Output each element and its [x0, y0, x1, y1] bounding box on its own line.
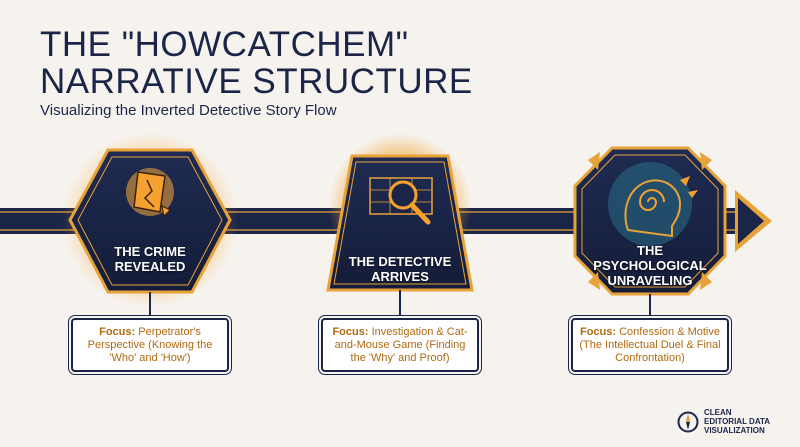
focus-text: Perpetrator's Perspective (Knowing the '…	[87, 326, 213, 364]
focus-text: Investigation & Cat-and-Mouse Game (Find…	[334, 326, 468, 364]
focus-label: Focus:	[332, 326, 369, 338]
brand-line-1: CLEAN	[704, 408, 732, 417]
stage-crime-revealed	[62, 132, 238, 318]
stage-3-label-line-1: THE	[637, 243, 663, 258]
stage-psychological-unraveling	[573, 146, 727, 318]
stage-3-label-line-2: PSYCHOLOGICAL	[593, 258, 707, 273]
compass-icon	[677, 411, 699, 432]
brand-line-2: EDITORIAL DATA	[704, 417, 771, 426]
magnifying-glass-blueprint-icon	[369, 177, 433, 225]
title-line-2: NARRATIVE STRUCTURE	[40, 62, 473, 101]
head-spiral-icon	[608, 162, 698, 246]
focus-box-detective: Focus: Investigation & Cat-and-Mouse Gam…	[321, 318, 479, 372]
broken-glass-icon	[126, 168, 174, 218]
page-title: THE "HOWCATCHEM" NARRATIVE STRUCTURE	[40, 26, 473, 100]
focus-box-psychological: Focus: Confession & Motive (The Intellec…	[571, 318, 729, 372]
stage-1-label-line-1: THE CRIME	[114, 244, 186, 259]
focus-box-crime: Focus: Perpetrator's Perspective (Knowin…	[71, 318, 229, 372]
title-line-1: THE "HOWCATCHEM"	[40, 25, 409, 64]
focus-label: Focus:	[99, 326, 136, 338]
stage-detective-arrives	[326, 133, 474, 318]
focus-text: Confession & Motive (The Intellectual Du…	[579, 326, 721, 364]
stage-3-label: THE PSYCHOLOGICAL UNRAVELING	[585, 243, 715, 288]
brand-text: CLEAN EDITORIAL DATA VISUALIZATION	[704, 408, 790, 435]
stage-3-label-line-3: UNRAVELING	[607, 273, 693, 288]
stage-2-label: THE DETECTIVE ARRIVES	[335, 254, 465, 284]
stage-1-label-line-2: REVEALED	[114, 259, 186, 274]
stage-2-label-line-2: ARRIVES	[371, 269, 429, 284]
page-subtitle: Visualizing the Inverted Detective Story…	[40, 102, 337, 119]
brand-line-3: VISUALIZATION	[704, 426, 765, 435]
brand-mark: CLEAN EDITORIAL DATA VISUALIZATION	[677, 408, 790, 435]
focus-label: Focus:	[579, 326, 617, 338]
stage-2-label-line-1: THE DETECTIVE	[348, 254, 452, 269]
stage-1-label: THE CRIME REVEALED	[95, 244, 205, 274]
